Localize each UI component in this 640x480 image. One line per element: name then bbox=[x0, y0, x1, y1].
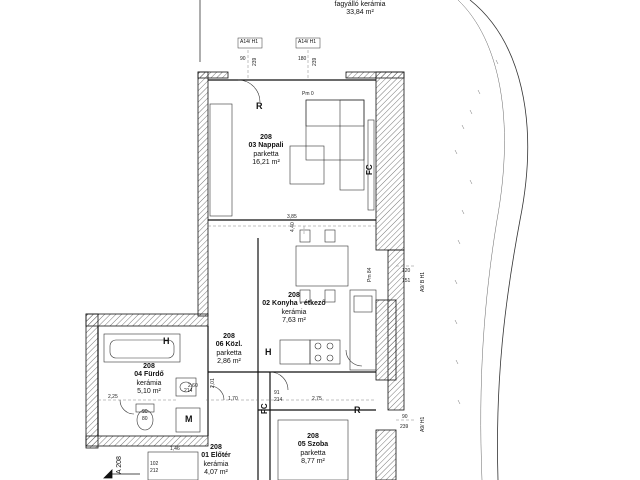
interior-walls bbox=[97, 79, 376, 480]
dim-small-c: 91 bbox=[274, 390, 280, 396]
dim-right-low-width: 90 bbox=[402, 414, 408, 420]
room-floor: kerámia bbox=[136, 379, 162, 387]
room-number: 208 bbox=[260, 134, 272, 141]
dining-table bbox=[295, 229, 349, 303]
room-number: 208 bbox=[143, 363, 155, 370]
room-name: 02 Konyha - étkező bbox=[262, 300, 326, 308]
dim-entry-width: 1,46 bbox=[170, 446, 180, 452]
room-name: 05 Szoba bbox=[297, 441, 329, 449]
room-label-furdo: 208 04 Fürdő kerámia 5,10 m² bbox=[126, 363, 172, 396]
dim-small-h: 102 bbox=[150, 461, 159, 467]
dim-small-e: 90 bbox=[142, 409, 148, 415]
heater-marker-bath: H bbox=[163, 336, 170, 346]
section-marker bbox=[103, 469, 140, 479]
window-tag-top-left: A14/ H1 bbox=[240, 39, 259, 45]
dim-top-left-height: 239 bbox=[252, 57, 258, 66]
room-label-szoba: 208 05 Szoba parketta 8,77 m² bbox=[290, 433, 336, 466]
room-name: 03 Nappali bbox=[248, 142, 284, 150]
room-label-eloter: 208 01 Előtér kerámia 4,07 m² bbox=[196, 444, 236, 477]
balcony-inner-outline bbox=[457, 0, 505, 480]
dim-living-depth: 4,40 bbox=[290, 222, 296, 232]
dim-top-right-width: 180 bbox=[298, 56, 307, 62]
fan-coil-marker-top: FC bbox=[365, 164, 374, 175]
washbasin bbox=[175, 377, 197, 397]
window-tag-right-mid: A9/ B H1 bbox=[420, 271, 426, 292]
level-marker-top: Pm 0 bbox=[302, 91, 314, 97]
room-name: 01 Előtér bbox=[201, 452, 231, 460]
room-label-kozl: 208 06 Közl. parketta 2,86 m² bbox=[206, 333, 252, 366]
room-label-konyha: 208 02 Konyha - étkező kerámia 7,63 m² bbox=[258, 292, 330, 325]
room-area: 5,10 m² bbox=[137, 387, 161, 395]
heater-marker-kitchen: H bbox=[265, 347, 272, 357]
radiator-marker-bottom: R bbox=[354, 405, 361, 415]
room-area: 8,77 m² bbox=[301, 457, 325, 465]
living-cabinet bbox=[209, 103, 233, 217]
room-floor: parketta bbox=[300, 449, 326, 457]
dim-small-g: 212 bbox=[150, 468, 159, 474]
dim-bath-width: 2,25 bbox=[108, 394, 118, 400]
washing-machine bbox=[175, 407, 201, 433]
fan-coil-marker-bottom: FC bbox=[260, 403, 269, 414]
dim-small-a: 214 bbox=[184, 388, 193, 394]
balcony-tick-marks bbox=[454, 59, 499, 405]
room-number: 208 bbox=[307, 433, 319, 440]
room-name: 04 Fürdő bbox=[134, 371, 164, 379]
room-label-nappali: 208 03 Nappali parketta 16,21 m² bbox=[236, 134, 296, 167]
radiator-marker-top: R bbox=[256, 101, 263, 111]
section-label: A 208 bbox=[116, 456, 123, 474]
dim-right-mid-width: 120 bbox=[402, 268, 411, 274]
room-floor: kerámia bbox=[281, 308, 307, 316]
room-area: 7,63 m² bbox=[282, 316, 306, 324]
balcony-floor: fagyálló kerámia bbox=[334, 1, 386, 8]
dim-small-d: 214 bbox=[274, 397, 283, 403]
reference-lines bbox=[98, 50, 416, 421]
dim-top-left-width: 90 bbox=[240, 56, 246, 62]
dim-right-mid-height: 151 bbox=[402, 278, 411, 284]
dim-room-width: 2,75 bbox=[312, 396, 322, 402]
living-sofa bbox=[305, 99, 365, 191]
door-swings bbox=[119, 79, 363, 415]
room-number: 208 bbox=[210, 444, 222, 451]
dim-small-b: 2,01 bbox=[210, 378, 216, 388]
level-marker-side: Pm 84 bbox=[367, 267, 373, 282]
dim-right-low-height: 239 bbox=[400, 424, 409, 430]
living-table bbox=[289, 145, 325, 185]
room-floor: parketta bbox=[216, 349, 242, 357]
dim-living-width: 3,85 bbox=[287, 214, 297, 220]
room-area: 2,86 m² bbox=[217, 357, 241, 365]
room-floor: kerámia bbox=[203, 460, 229, 468]
wardrobe-entry bbox=[147, 451, 199, 480]
dim-small-i: 2,60 bbox=[188, 383, 198, 389]
room-number: 208 bbox=[223, 333, 235, 340]
bathtub bbox=[103, 333, 181, 363]
room-area: 16,21 m² bbox=[252, 158, 280, 166]
balcony-outline bbox=[469, 0, 529, 480]
window-tag-right-low: A9/ H1 bbox=[420, 416, 426, 432]
kitchen-counter bbox=[279, 289, 377, 371]
room-name: 06 Közl. bbox=[215, 341, 243, 349]
dim-small-f: 80 bbox=[142, 416, 148, 422]
room-floor: parketta bbox=[253, 150, 279, 158]
dim-corridor-width: 1,70 bbox=[228, 396, 238, 402]
tv-wall bbox=[367, 119, 375, 211]
machine-marker-bath: M bbox=[185, 414, 193, 424]
balcony-area: 33,84 m² bbox=[346, 9, 374, 17]
room-number: 208 bbox=[288, 292, 300, 299]
window-tag-top-right: A14/ H1 bbox=[298, 39, 317, 45]
room-wardrobe bbox=[277, 419, 349, 480]
window-tag-boxes bbox=[237, 37, 321, 49]
toilet bbox=[135, 403, 155, 431]
room-area: 4,07 m² bbox=[204, 468, 228, 476]
balcony-floor-label: fagyálló kerámia 33,84 m² bbox=[330, 1, 390, 18]
dim-top-right-height: 239 bbox=[312, 57, 318, 66]
